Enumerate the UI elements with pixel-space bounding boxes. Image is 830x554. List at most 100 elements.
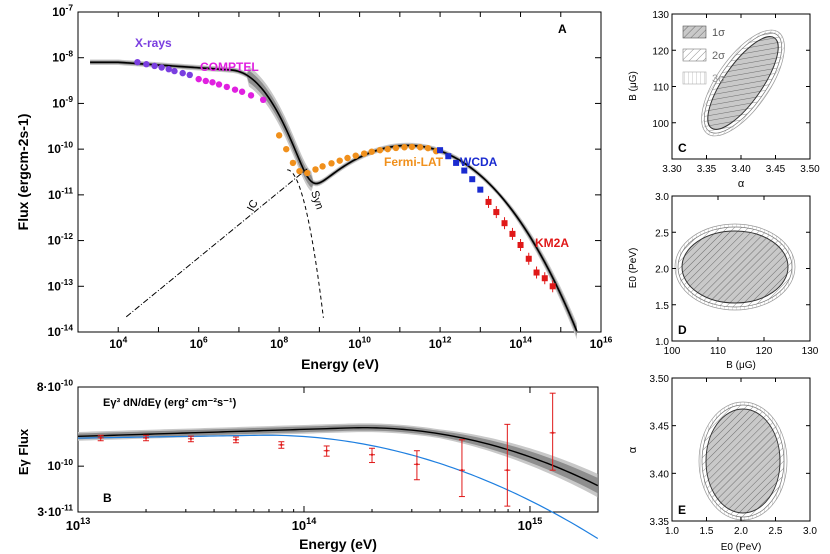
panel-e-letter: E	[678, 503, 686, 517]
x-tick-label: 108	[270, 335, 288, 351]
contour-y-tick-label: 130	[652, 10, 669, 21]
legend-3sigma: 3σ	[712, 73, 725, 85]
contour-x-tick-label: 2.5	[769, 526, 783, 537]
data-point-fermilat	[304, 169, 311, 177]
data-point-fermilat	[319, 163, 326, 170]
panel-c-legend: 1σ 2σ 3σ	[682, 25, 725, 85]
data-point-fermilat	[283, 145, 290, 153]
data-point-wcda	[477, 186, 484, 193]
data-point-xrays	[179, 69, 186, 77]
b-band-inner	[78, 424, 598, 494]
data-point-km2a	[517, 242, 524, 249]
panel-a-frame	[77, 11, 602, 333]
contour-y-tick-label: 100	[652, 119, 669, 130]
b-model-line	[77, 427, 599, 487]
data-point-comptel	[215, 81, 223, 88]
series-label-fermi: Fermi-LAT	[384, 155, 444, 169]
b-y-tick-label: 3·10-11	[37, 503, 73, 519]
data-point-xrays	[165, 66, 172, 73]
ic-label: IC	[245, 198, 261, 213]
y-tick-label: 10-14	[48, 323, 74, 339]
legend-1sigma: 1σ	[712, 27, 725, 39]
b-x-tick-label: 1013	[66, 516, 91, 533]
panel-c-x-label: α	[738, 178, 745, 190]
data-point-xrays	[171, 67, 178, 75]
panel-c-y-label: B (μG)	[628, 71, 639, 101]
data-point-comptel	[202, 77, 209, 85]
x-tick-label: 104	[109, 335, 127, 351]
contour-x-tick-label: 3.0	[803, 526, 817, 537]
data-point-xrays	[186, 71, 193, 79]
panel-a-model-lines	[90, 61, 578, 332]
panel-c-contours	[701, 29, 785, 137]
syn-label: Syn	[308, 189, 325, 211]
syn-component-line	[287, 169, 324, 318]
data-point-xrays	[151, 62, 158, 70]
contour-y-tick-label: 3.0	[655, 192, 669, 203]
data-point-xrays	[134, 58, 141, 66]
data-point-fermilat	[312, 166, 319, 173]
data-point-fermilat	[368, 148, 375, 155]
data-point-km2a	[525, 255, 532, 262]
panel-e-contours	[698, 401, 788, 521]
data-point-fermilat	[384, 145, 391, 153]
data-point-fermilat	[344, 154, 351, 162]
b-x-tick-label: 1014	[292, 516, 318, 533]
data-point-xrays	[143, 61, 150, 68]
panel-a-x-label: Energy (eV)	[301, 356, 379, 372]
b-alt-model-line	[77, 434, 599, 540]
panel-b-frame	[77, 386, 599, 513]
data-point-km2a	[549, 283, 556, 290]
b-y-tick-label: 10-10	[48, 457, 74, 473]
b-data-point-center	[99, 436, 102, 440]
data-point-wcda	[445, 153, 452, 160]
panel-a-y-label: Flux (ergcm-2s-1)	[15, 114, 31, 231]
data-point-fermilat	[424, 144, 432, 152]
b-data-point-center	[189, 437, 193, 441]
data-point-comptel	[238, 88, 246, 95]
data-point-fermilat	[401, 144, 408, 151]
data-point-km2a	[541, 275, 548, 282]
panel-b-model-lines	[77, 427, 599, 540]
data-point-comptel	[231, 86, 239, 93]
panel-b-data-points	[97, 392, 556, 507]
contour-x-tick-label: 110	[710, 346, 726, 357]
b-data-point-center	[460, 468, 464, 472]
series-label-xrays: X-rays	[135, 36, 172, 50]
contour-x-tick-label: 1.0	[665, 526, 679, 537]
data-point-comptel	[195, 75, 202, 83]
b-data-point-center	[280, 443, 283, 447]
panel-e-x-label: E0 (PeV)	[721, 542, 762, 553]
data-point-comptel	[209, 79, 216, 86]
contour-x-tick-label: 120	[756, 346, 773, 357]
y-tick-label: 10-10	[48, 140, 74, 156]
data-point-fermilat	[289, 159, 297, 167]
data-point-fermilat	[328, 160, 335, 167]
data-point-wcda	[461, 167, 468, 174]
data-point-fermilat	[336, 157, 343, 164]
c-contour-1sigma	[707, 36, 779, 130]
contour-x-tick-label: 1.5	[700, 526, 714, 537]
contour-x-tick-label: 2.0	[734, 526, 748, 537]
series-label-comptel: COMPTEL	[200, 60, 259, 74]
b-data-point-center	[144, 436, 148, 440]
data-point-fermilat	[275, 132, 283, 139]
data-point-km2a	[501, 220, 508, 227]
data-point-comptel	[247, 92, 255, 99]
contour-y-tick-label: 1.5	[655, 301, 669, 312]
contour-y-tick-label: 3.35	[650, 517, 670, 528]
b-data-point-center	[551, 431, 554, 435]
panel-b-y-label: Eγ Flux	[16, 428, 31, 475]
x-tick-label: 1014	[509, 335, 532, 351]
model-band-inner	[90, 60, 577, 337]
d-contour-1sigma	[681, 230, 789, 304]
series-label-km2a: KM2A	[535, 236, 569, 250]
panel-d-y-label: E0 (PeV)	[628, 248, 639, 289]
